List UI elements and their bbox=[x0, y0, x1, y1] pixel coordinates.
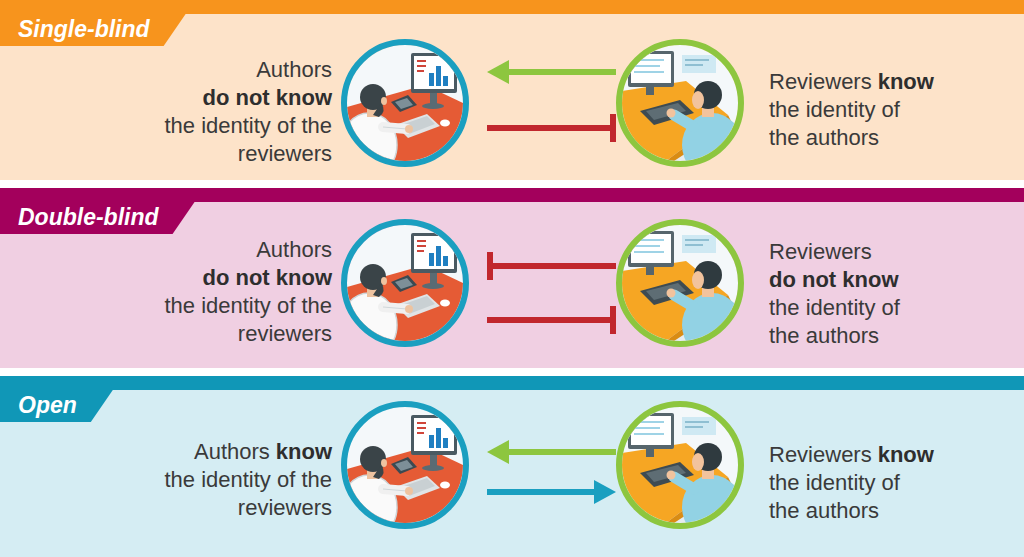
person-circle: Reviewersknowthe identity of the authors bbox=[616, 39, 744, 167]
knowledge-keyword: know bbox=[276, 439, 332, 464]
statement-text: the identity of the authors bbox=[769, 96, 919, 152]
knowledge-keyword: do not know bbox=[152, 84, 332, 112]
person-circle: Authorsdo not knowthe identity of the re… bbox=[341, 39, 469, 167]
knowledge-keyword: know bbox=[878, 442, 934, 467]
person-circle: Reviewersdo not knowthe identity of the … bbox=[616, 219, 744, 347]
statement-text: Authors bbox=[152, 236, 332, 264]
person-circle: Authorsknowthe identity of the reviewers bbox=[341, 401, 469, 529]
knowledge-keyword: do not know bbox=[152, 264, 332, 292]
statement: Reviewersknowthe identity of the authors bbox=[769, 441, 979, 525]
statement-text: Reviewers bbox=[769, 442, 872, 467]
arrow-connector bbox=[487, 480, 616, 504]
statement: Authorsdo not knowthe identity of the re… bbox=[132, 236, 332, 348]
blocked-connector bbox=[487, 306, 616, 334]
statement-text: Authors bbox=[152, 56, 332, 84]
peer-review-band: Single-blindAuthorsdo not knowthe identi… bbox=[0, 0, 1024, 180]
knowledge-keyword: know bbox=[878, 69, 934, 94]
person-circle: Authorsdo not knowthe identity of the re… bbox=[341, 219, 469, 347]
arrow-connector bbox=[487, 60, 616, 84]
statement-text: the identity of the reviewers bbox=[152, 112, 332, 168]
statement-text: Authors bbox=[194, 439, 270, 464]
statement: Authorsknowthe identity of the reviewers bbox=[132, 438, 332, 522]
statement-text: Reviewers bbox=[769, 238, 919, 266]
band-title: Double-blind bbox=[0, 202, 195, 234]
statement-text: Reviewers bbox=[769, 69, 872, 94]
arrow-connector bbox=[487, 440, 616, 464]
statement: Reviewersknowthe identity of the authors bbox=[769, 68, 979, 152]
statement-text: the identity of the authors bbox=[769, 469, 919, 525]
person-circle: Reviewersknowthe identity of the authors bbox=[616, 401, 744, 529]
peer-review-band: Double-blindAuthorsdo not knowthe identi… bbox=[0, 188, 1024, 368]
band-title: Single-blind bbox=[0, 14, 186, 46]
statement: Reviewersdo not knowthe identity of the … bbox=[769, 238, 979, 350]
statement-text: the identity of the reviewers bbox=[152, 292, 332, 348]
blocked-connector bbox=[487, 114, 616, 142]
statement: Authorsdo not knowthe identity of the re… bbox=[132, 56, 332, 168]
band-title: Open bbox=[0, 390, 113, 422]
statement-text: the identity of the authors bbox=[769, 294, 919, 350]
peer-review-band: OpenAuthorsknowthe identity of the revie… bbox=[0, 376, 1024, 557]
statement-text: the identity of the reviewers bbox=[152, 466, 332, 522]
blocked-connector bbox=[487, 252, 616, 280]
knowledge-keyword: do not know bbox=[769, 266, 919, 294]
